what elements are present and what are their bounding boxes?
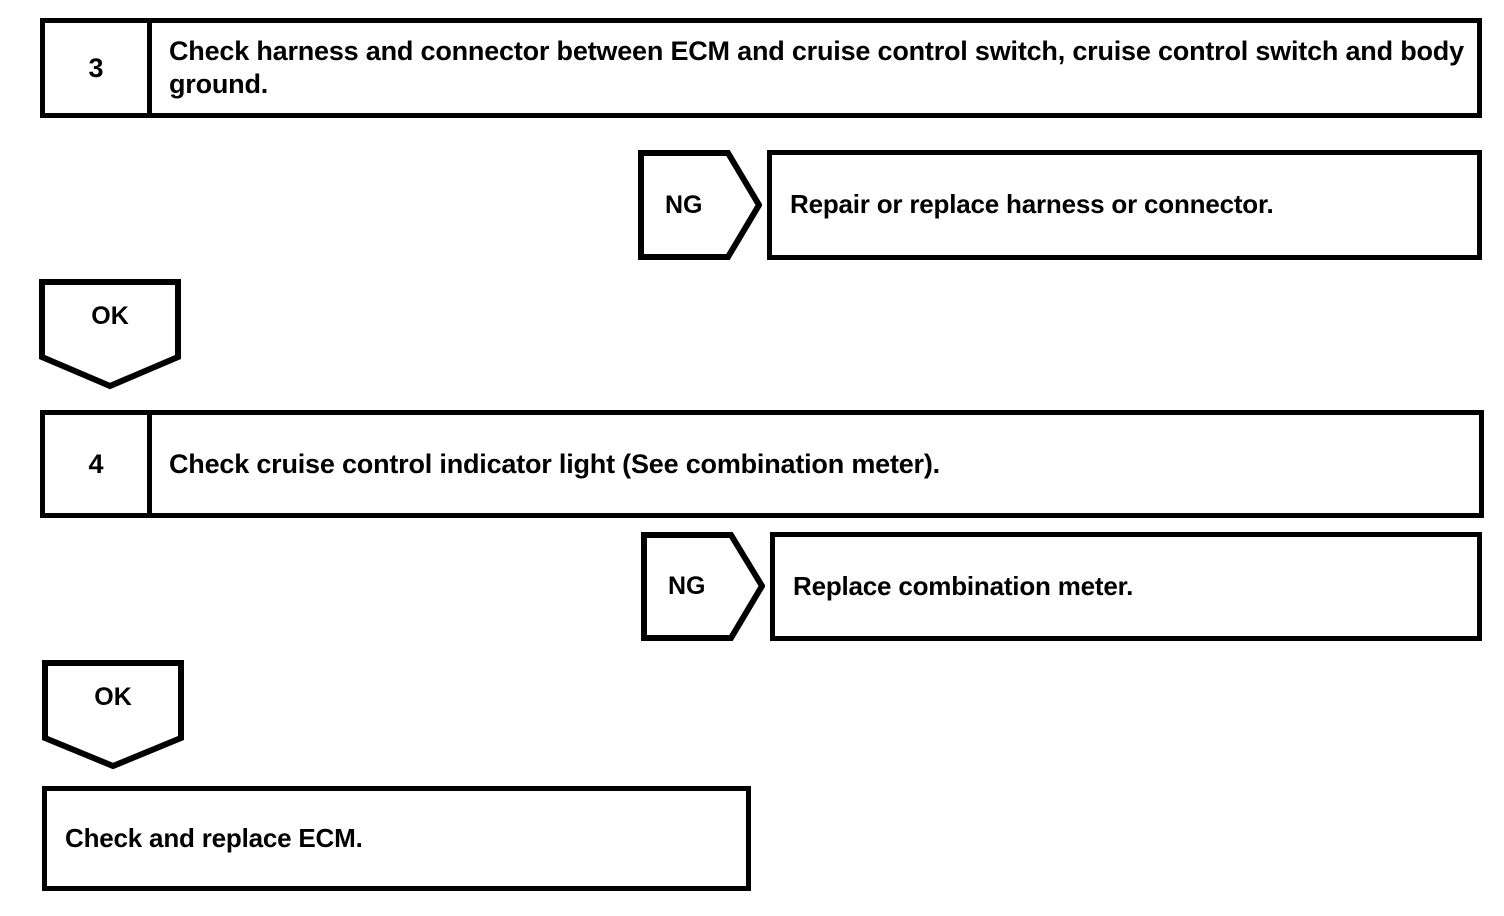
action-text-replace-meter: Replace combination meter. [793,570,1134,601]
action-text-repair-harness: Repair or replace harness or connector. [790,189,1274,220]
action-text-check-ecm: Check and replace ECM. [65,822,363,853]
step-text-4: Check cruise control indicator light (Se… [169,448,940,479]
step-text-3: Check harness and connector between ECM … [169,36,1464,99]
action-box-repair-harness: Repair or replace harness or connector. [767,150,1482,260]
step-number-3: 3 [45,23,152,113]
branch-tag-ng-1-label: NG [665,190,703,219]
branch-tag-ng-2-label: NG [668,572,706,600]
branch-tag-ng-2: NG [641,532,765,641]
step-box-3: 3 Check harness and connector between EC… [40,18,1482,118]
action-box-replace-meter: Replace combination meter. [770,532,1482,641]
step-box-4: 4 Check cruise control indicator light (… [40,410,1484,518]
branch-tag-ok-1: OK [38,278,182,390]
branch-tag-ng-1: NG [638,150,762,260]
step-number-4: 4 [45,415,152,513]
branch-tag-ok-2-label: OK [94,682,132,711]
branch-tag-ok-1-label: OK [91,301,129,330]
branch-tag-ok-2: OK [41,659,185,770]
action-box-check-ecm: Check and replace ECM. [42,786,751,891]
